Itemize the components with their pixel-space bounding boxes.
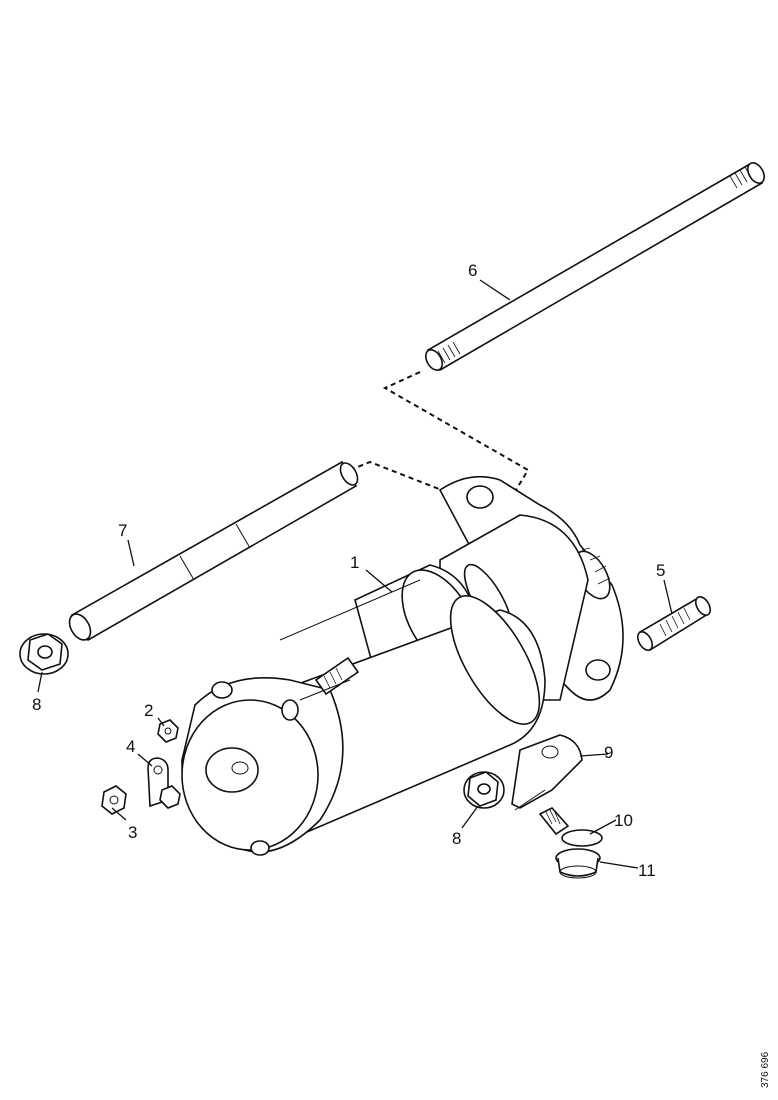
callout-3: 3 <box>128 823 137 842</box>
stud-6-lower-thread <box>437 341 461 364</box>
nut-part-3 <box>101 785 127 815</box>
callout-8-left: 8 <box>32 695 41 714</box>
leader-lines <box>37 279 673 869</box>
starter-motor-part-1 <box>181 475 624 856</box>
callout-4: 4 <box>126 737 135 756</box>
flange-nut-part-8-right <box>463 771 505 809</box>
callout-6: 6 <box>468 261 477 280</box>
callout-11: 11 <box>638 861 656 880</box>
bracket-part-4 <box>147 757 181 809</box>
callouts: 1 2 3 4 5 6 7 8 8 9 10 11 <box>32 261 665 880</box>
stud-6-upper-thread <box>729 166 753 189</box>
small-nut-part-2 <box>157 719 179 743</box>
callout-9: 9 <box>604 743 613 762</box>
callout-2: 2 <box>144 701 153 720</box>
assembly-path-stud-6 <box>382 371 530 501</box>
callout-5: 5 <box>656 561 665 580</box>
long-stud-part-6 <box>425 162 765 372</box>
grommet-part-11 <box>555 848 601 879</box>
short-stud-part-5 <box>636 596 712 652</box>
flange-nut-part-8-left <box>19 633 69 675</box>
terminal-stud-thread <box>323 667 343 689</box>
bracket-part-9 <box>511 734 583 811</box>
figure-id: 376 696 <box>760 1051 771 1088</box>
callout-7: 7 <box>118 521 127 540</box>
bolt-part-10 <box>538 807 603 847</box>
callout-10: 10 <box>614 811 633 830</box>
long-stud-part-7 <box>68 460 359 642</box>
callout-1: 1 <box>350 553 359 572</box>
callout-8-right: 8 <box>452 829 461 848</box>
